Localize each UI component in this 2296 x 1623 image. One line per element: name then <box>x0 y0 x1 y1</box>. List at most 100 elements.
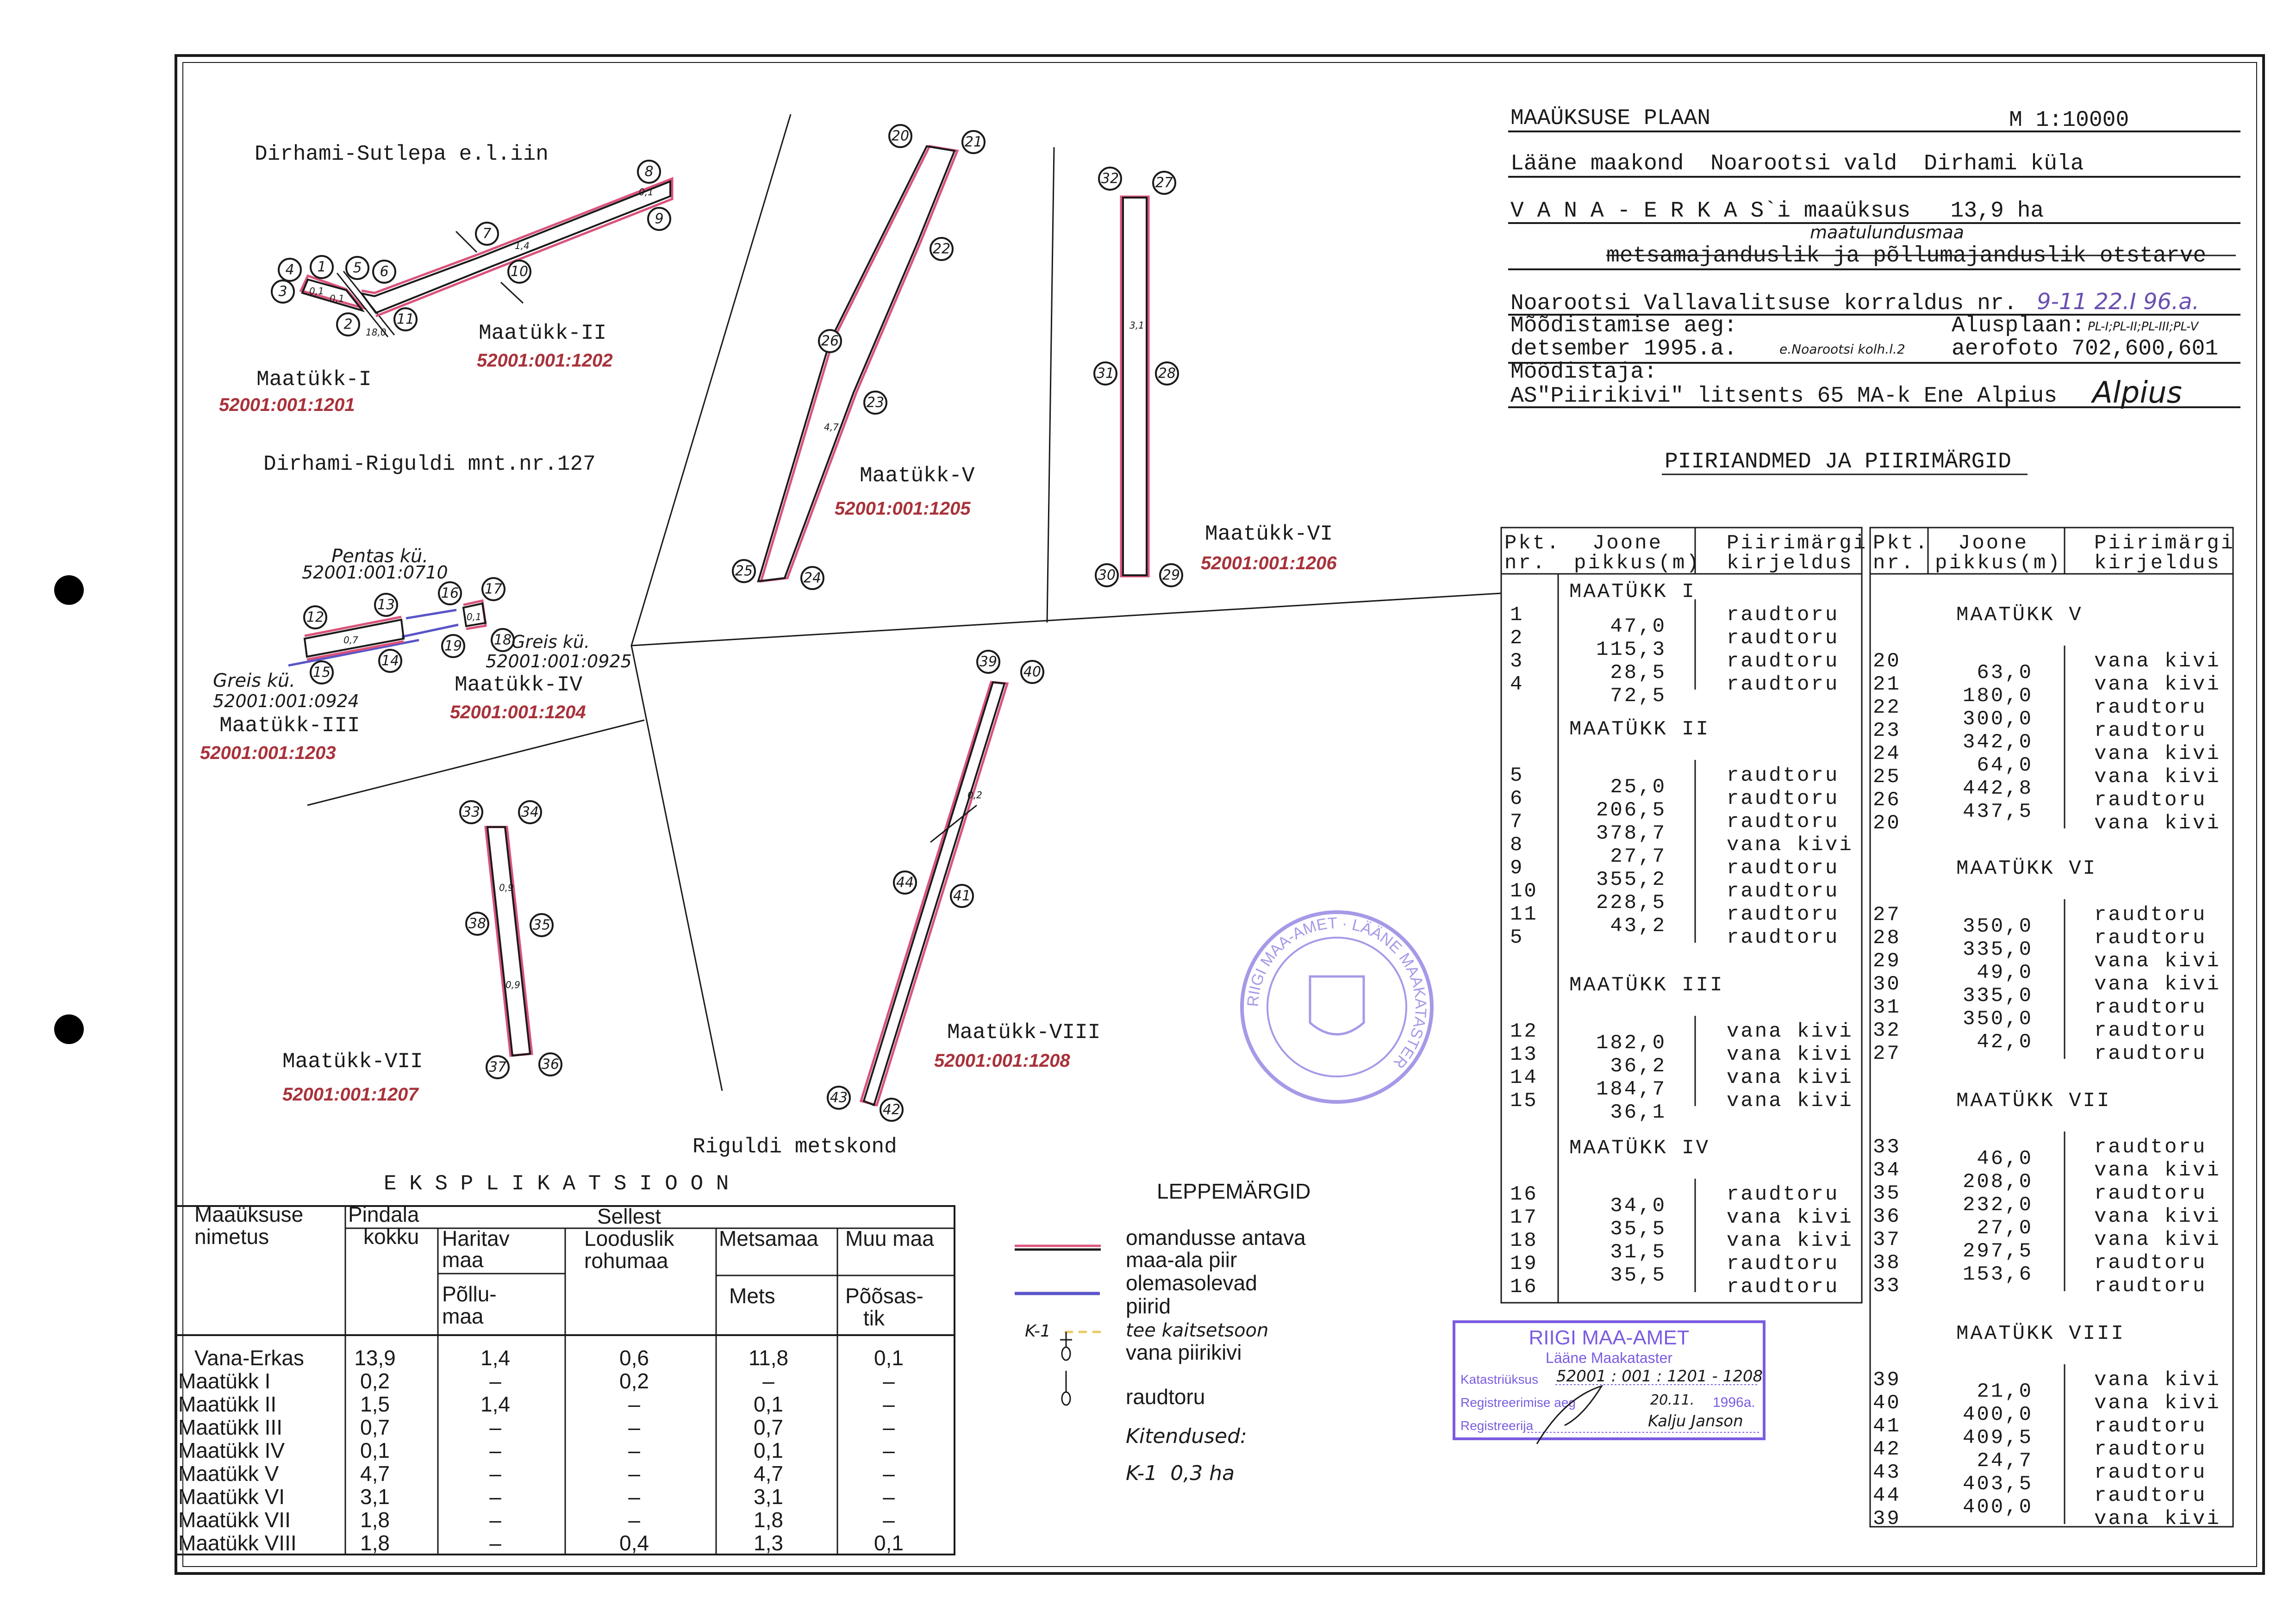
area-value: 1,5 <box>360 1392 390 1416</box>
point-number-marker: 13 <box>374 593 398 617</box>
point-number-marker: 39 <box>976 650 1000 674</box>
land-unit-name: Maatükk III <box>178 1415 282 1439</box>
point-number-marker: 18 <box>491 628 515 652</box>
boundary-line <box>630 114 1501 647</box>
point-nr: 1 <box>1510 603 1524 627</box>
point-number-marker: 16 <box>438 581 462 605</box>
marker-description: vana kivi <box>2094 1507 2221 1530</box>
point-number-marker: 20 <box>888 124 912 148</box>
marker-description: raudtoru <box>2094 1484 2207 1507</box>
legend-title: LEPPEMÄRGID <box>1157 1179 1310 1203</box>
legend-item: raudtoru <box>1126 1385 1205 1409</box>
area-value: – <box>489 1415 501 1439</box>
line-length: 403,5 <box>1963 1473 2033 1496</box>
point-number-marker: 2 <box>336 312 360 336</box>
neighbour-code: 52001:001:0710 <box>302 562 448 583</box>
point-nr: 39 <box>1873 1368 1901 1392</box>
neighbour-code: 52001:001:0924 <box>213 691 359 711</box>
neighbour-name: Greis kü. <box>213 670 295 691</box>
land-unit-name: V A N A - E R K A S`i maaüksus 13,9 ha <box>1510 199 2044 224</box>
area-label: 0,1 <box>309 286 324 297</box>
marker-description: raudtoru <box>1727 603 1839 627</box>
marker-description: raudtoru <box>2094 1461 2207 1484</box>
neighbour-name: Pentas kü. <box>331 546 428 567</box>
point-nr: 9 <box>1510 857 1524 880</box>
col-header-natural: Looduslik <box>584 1226 674 1250</box>
col-header-area: Pindala <box>348 1202 419 1226</box>
line-length: 300,0 <box>1963 708 2033 731</box>
existing-boundary <box>288 609 459 667</box>
marker-description: raudtoru <box>1727 1252 1839 1275</box>
point-number-marker: 22 <box>930 237 954 261</box>
col-header-arable: maa <box>442 1248 484 1272</box>
parcel-code: 52001:001:1204 <box>450 702 586 722</box>
point-nr: 6 <box>1510 787 1524 810</box>
survey-time-label: Mõõdistamise aeg: <box>1510 313 1737 338</box>
col-header-forest: Metsamaa <box>719 1226 818 1250</box>
parcel-III-outline <box>303 618 405 658</box>
point-number-marker: 26 <box>818 329 842 353</box>
section-label: MAATÜKK I <box>1569 580 1696 603</box>
point-number: 19 <box>444 638 462 654</box>
area-label: 0,1 <box>639 187 654 198</box>
legend-item: maa-ala piir <box>1126 1248 1237 1272</box>
line-length: 49,0 <box>1977 961 2033 984</box>
point-number-marker: 9 <box>647 207 671 231</box>
area-value: 0,4 <box>619 1531 649 1555</box>
line-length: 400,0 <box>1963 1496 2033 1519</box>
point-nr: 16 <box>1510 1183 1538 1206</box>
point-nr: 27 <box>1873 1042 1901 1065</box>
col-header-marker: Piirimärgi <box>1727 532 1867 555</box>
marker-description: raudtoru <box>2094 1042 2207 1065</box>
boundary-line <box>307 719 645 806</box>
marker-description: vana kivi <box>2094 973 2221 996</box>
parcel-I-boundary <box>299 274 366 310</box>
point-number-marker: 27 <box>1152 171 1176 195</box>
table-row: 27 raudtoru <box>1873 1042 2207 1065</box>
point-nr: 3 <box>1510 650 1524 673</box>
area-label: 0,2 <box>967 790 982 801</box>
location: Lääne maakond Noarootsi vald Dirhami kül… <box>1510 151 2084 176</box>
marker-description: raudtoru <box>1727 880 1839 903</box>
sheet-frame-inner <box>182 62 2257 1567</box>
point-number-marker: 36 <box>538 1052 562 1076</box>
line-length: 442,8 <box>1963 777 2033 800</box>
point-number-marker: 14 <box>378 649 402 673</box>
point-number: 6 <box>380 264 388 280</box>
point-number: 41 <box>953 888 971 904</box>
col-header-pkt: Pkt. <box>1504 532 1561 555</box>
area-value: – <box>883 1485 895 1509</box>
point-number: 11 <box>397 311 414 328</box>
land-unit-name: Maatükk V <box>178 1461 279 1486</box>
land-unit-name: Maatükk I <box>178 1369 270 1393</box>
area-value: – <box>628 1415 640 1439</box>
parcel-name: Maatükk-VI <box>1205 522 1333 546</box>
area-value: 0,1 <box>874 1531 904 1555</box>
marker-description: raudtoru <box>2094 1438 2207 1461</box>
neighbour-name: Greis kü. <box>512 632 590 652</box>
point-nr: 39 <box>1873 1507 1901 1530</box>
parcel-V-boundary <box>759 145 959 583</box>
point-number: 1 <box>317 259 326 275</box>
point-nr: 21 <box>1873 673 1901 696</box>
point-number: 18 <box>494 632 512 648</box>
area-label: 1,4 <box>515 240 530 251</box>
legend-item: vana piirikivi <box>1126 1340 1242 1364</box>
point-nr: 36 <box>1873 1205 1901 1228</box>
area-value: 0,2 <box>619 1369 649 1393</box>
